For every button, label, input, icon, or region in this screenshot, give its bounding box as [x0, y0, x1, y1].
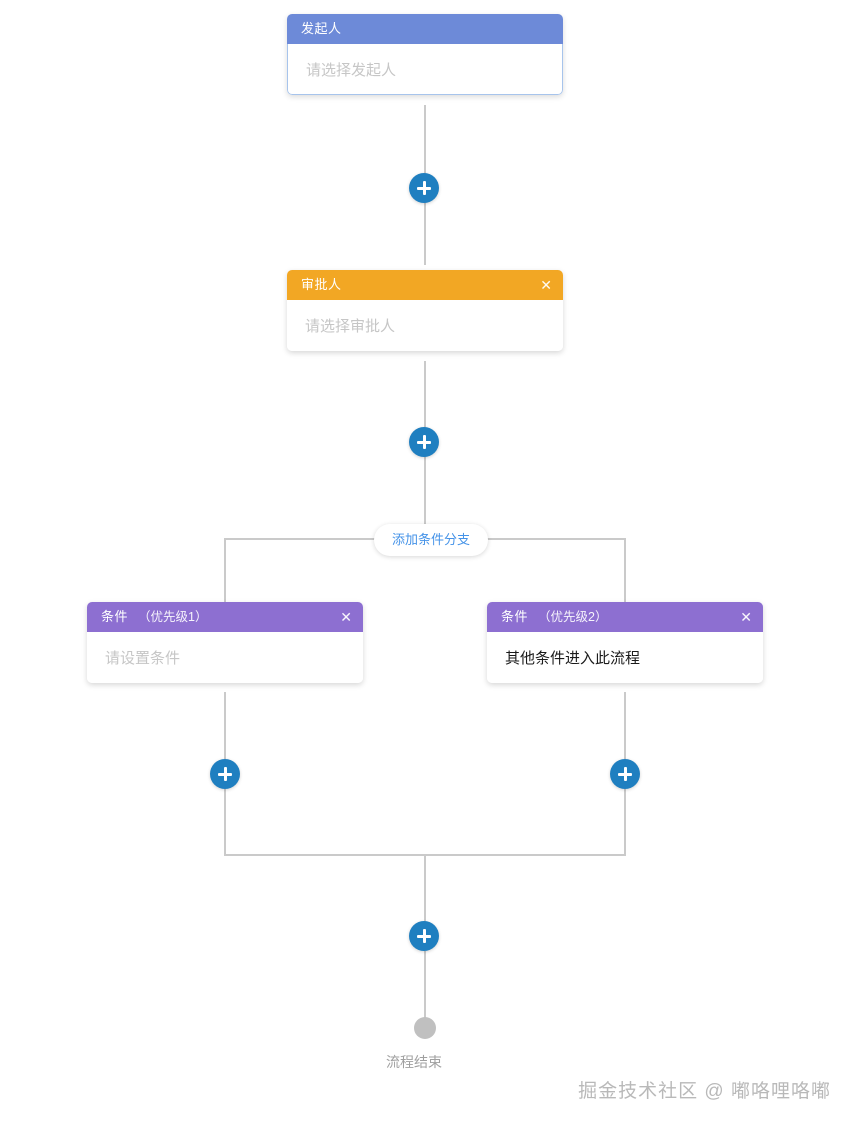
end-node-label: 流程结束 — [386, 1054, 442, 1070]
end-node-dot — [414, 1017, 436, 1039]
connector-plus-left-to-merge — [224, 789, 226, 856]
node-condition-left-priority: （优先级1） — [138, 610, 208, 624]
node-approver-header: 审批人 ✕ — [287, 270, 563, 300]
node-initiator-header: 发起人 — [287, 14, 563, 44]
node-initiator-placeholder: 请选择发起人 — [306, 61, 397, 79]
connector-initiator-to-approver — [424, 105, 426, 195]
add-node-branch-right-button[interactable] — [610, 759, 640, 789]
add-node-branch-left-button[interactable] — [210, 759, 240, 789]
node-initiator-title: 发起人 — [301, 21, 342, 36]
add-condition-branch-label: 添加条件分支 — [392, 532, 471, 547]
node-approver-close-icon[interactable]: ✕ — [540, 277, 552, 293]
connector-condition-left-to-plus — [224, 692, 226, 759]
connector-plus-right-to-merge — [624, 789, 626, 856]
add-node-after-approver-button[interactable] — [409, 427, 439, 457]
node-condition-left-header: 条件 （优先级1） ✕ — [87, 602, 363, 632]
add-node-after-initiator-button[interactable] — [409, 173, 439, 203]
connector-split-to-condition-left — [224, 538, 226, 603]
node-condition-left-title: 条件 — [101, 609, 129, 624]
node-initiator[interactable]: 发起人 请选择发起人 — [287, 14, 563, 95]
node-condition-left-body[interactable]: 请设置条件 — [87, 632, 363, 683]
node-condition-right-title: 条件 — [501, 609, 529, 624]
connector-approver-to-plus2 — [424, 361, 426, 449]
add-condition-branch-button[interactable]: 添加条件分支 — [374, 524, 489, 556]
connector-split-to-condition-right — [624, 538, 626, 603]
node-condition-left-close-icon[interactable]: ✕ — [340, 609, 352, 625]
connector-plus-end-to-end-dot — [424, 951, 426, 1019]
node-condition-right[interactable]: 条件 （优先级2） ✕ 其他条件进入此流程 — [487, 602, 763, 683]
watermark-text: 掘金技术社区 @ 嘟咯哩咯嘟 — [578, 1081, 831, 1102]
add-node-before-end-button[interactable] — [409, 921, 439, 951]
node-initiator-body[interactable]: 请选择发起人 — [287, 44, 563, 95]
node-approver-body[interactable]: 请选择审批人 — [287, 300, 563, 351]
node-condition-left-placeholder: 请设置条件 — [105, 650, 181, 667]
node-condition-left[interactable]: 条件 （优先级1） ✕ 请设置条件 — [87, 602, 363, 683]
connector-branch-split-left — [225, 538, 375, 540]
node-condition-right-body[interactable]: 其他条件进入此流程 — [487, 632, 763, 683]
node-approver[interactable]: 审批人 ✕ 请选择审批人 — [287, 270, 563, 351]
node-condition-right-close-icon[interactable]: ✕ — [740, 609, 752, 625]
node-condition-right-header: 条件 （优先级2） ✕ — [487, 602, 763, 632]
connector-plus2-to-branch — [424, 449, 426, 524]
connector-condition-right-to-plus — [624, 692, 626, 759]
node-condition-right-priority: （优先级2） — [538, 610, 608, 624]
node-approver-placeholder: 请选择审批人 — [305, 318, 396, 335]
connector-branch-split-right — [477, 538, 626, 540]
connector-merge-to-plus-end — [424, 854, 426, 922]
connector-plus1-to-approver — [424, 195, 426, 265]
node-approver-title: 审批人 — [301, 277, 342, 292]
node-condition-right-value: 其他条件进入此流程 — [505, 650, 641, 667]
